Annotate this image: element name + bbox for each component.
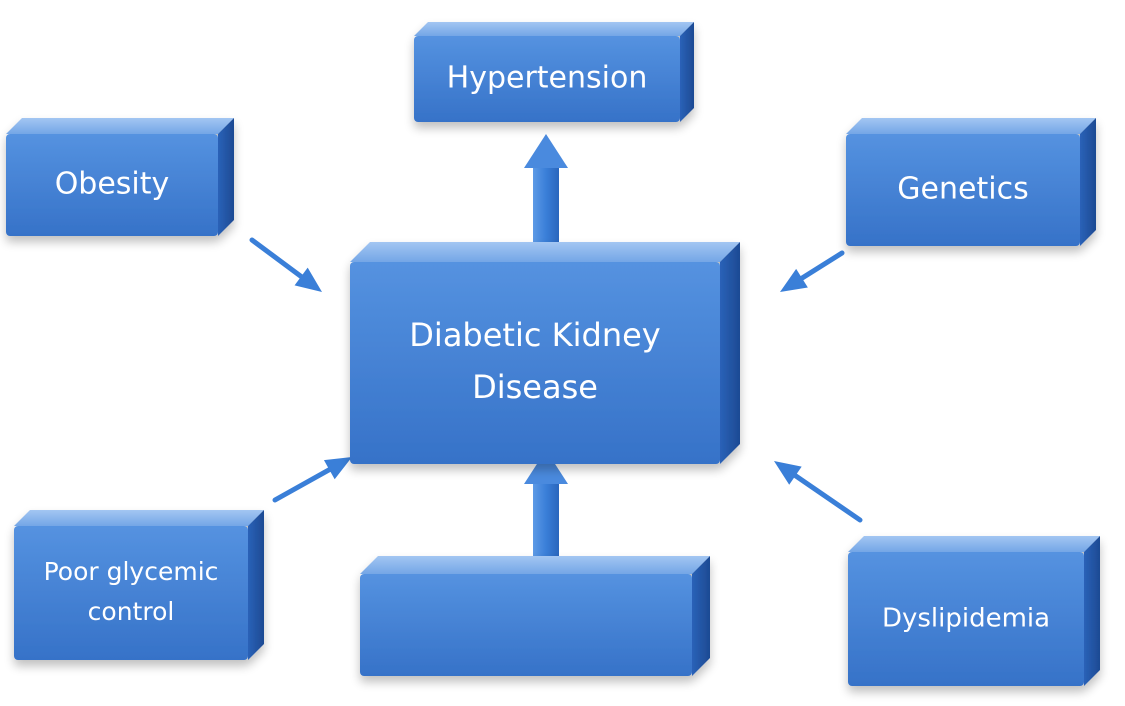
- obesity-box-face: [6, 134, 218, 236]
- dyslipidemia-box-top: [848, 536, 1100, 552]
- arrow-dyslipidemia-to-center: [774, 461, 863, 523]
- glycemic-label-line-1: Poor glycemic: [44, 557, 219, 586]
- genetics-box-side: [1080, 118, 1096, 246]
- center-box-side: [720, 242, 740, 464]
- arrow-bottom-to-center-head: [524, 450, 568, 484]
- obesity-box-side: [218, 118, 234, 236]
- arrow-center-to-hypertension-head: [524, 134, 568, 168]
- dyslipidemia-label-line-1: Dyslipidemia: [882, 604, 1050, 634]
- arrow-obesity-to-center: [249, 237, 322, 292]
- center-label-line-2: Disease: [472, 368, 598, 406]
- hypertension-box-side: [680, 22, 694, 122]
- dyslipidemia-box: Dyslipidemia: [848, 536, 1100, 686]
- arrows-layer: [249, 134, 863, 578]
- center-box-top: [350, 242, 740, 262]
- arrow-genetics-to-center-head: [780, 268, 808, 292]
- arrow-dyslipidemia-to-center-head: [774, 461, 802, 485]
- arrow-obesity-to-center-shaft: [249, 237, 304, 279]
- arrow-glycemic-to-center-shaft: [272, 467, 332, 503]
- hypertension-box-face: [414, 36, 680, 122]
- bottom-box-top: [360, 556, 710, 574]
- arrow-dyslipidemia-to-center-shaft: [792, 473, 863, 523]
- glycemic-label-line-2: control: [88, 597, 175, 626]
- obesity-label-line-1: Obesity: [55, 167, 170, 202]
- arrow-genetics-to-center: [780, 250, 845, 292]
- genetics-label-line-1: Genetics: [897, 172, 1028, 207]
- arrow-genetics-to-center-shaft: [799, 250, 845, 281]
- genetics-box: Genetics: [846, 118, 1096, 246]
- arrow-obesity-to-center-head: [294, 267, 322, 292]
- glycemic-box-side: [248, 510, 264, 660]
- glycemic-box: Poor glycemic control: [14, 510, 264, 660]
- glycemic-box-face: [14, 526, 248, 660]
- dyslipidemia-box-face: [848, 552, 1084, 686]
- genetics-box-top: [846, 118, 1096, 134]
- obesity-box-top: [6, 118, 234, 134]
- hypertension-box: Hypertension: [414, 22, 694, 122]
- genetics-box-face: [846, 134, 1080, 246]
- bottom-box: [360, 556, 710, 676]
- bottom-box-face: [360, 574, 692, 676]
- hypertension-box-top: [414, 22, 694, 36]
- obesity-box: Obesity: [6, 118, 234, 236]
- dyslipidemia-box-side: [1084, 536, 1100, 686]
- glycemic-box-top: [14, 510, 264, 526]
- hypertension-label-line-1: Hypertension: [447, 61, 648, 96]
- bottom-box-side: [692, 556, 710, 676]
- arrow-glycemic-to-center-head: [323, 457, 352, 480]
- center-box-face: [350, 262, 720, 464]
- arrow-glycemic-to-center: [272, 457, 352, 503]
- center-label-line-1: Diabetic Kidney: [409, 316, 660, 354]
